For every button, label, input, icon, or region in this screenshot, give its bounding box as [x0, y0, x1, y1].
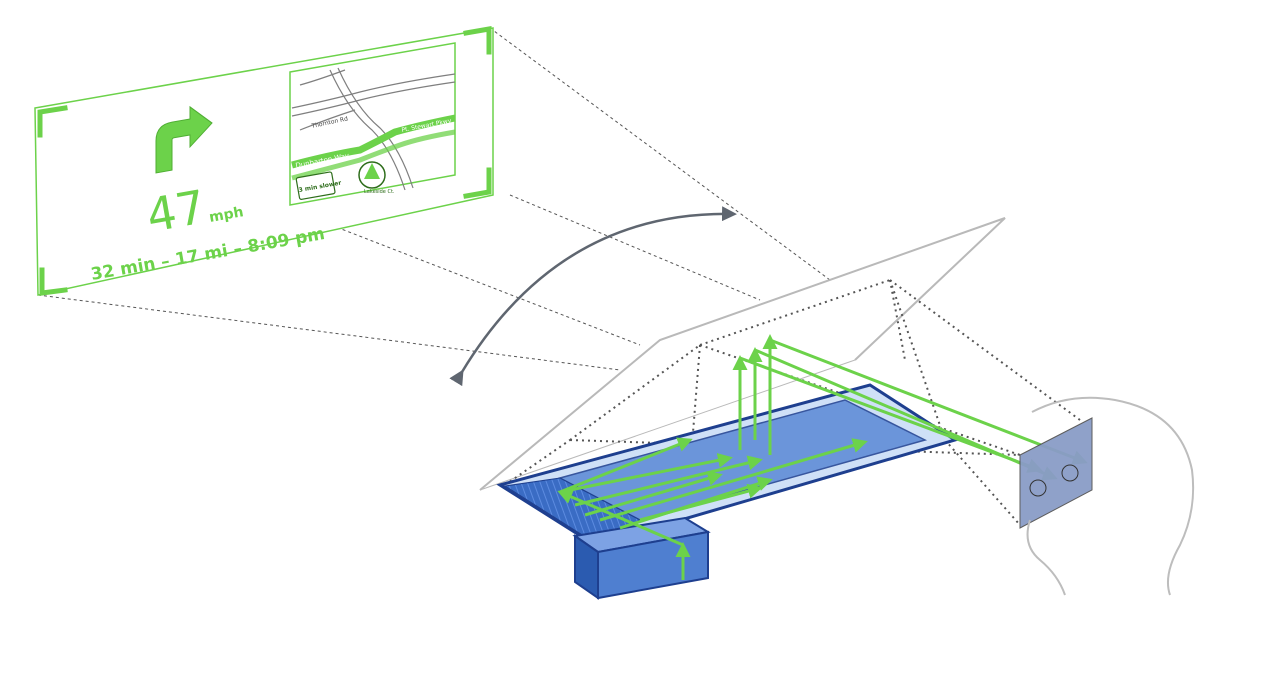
projection-line: [489, 27, 831, 281]
hud-virtual-image: 47 mph 32 min – 17 mi – 8:09 pm Thornton…: [34, 26, 494, 296]
map-inset: Thornton Rd Dunbarton Way Pt. Stewart Pk…: [289, 42, 456, 206]
light-ray: [559, 437, 693, 494]
map-roads: [291, 67, 456, 191]
map-frame: [289, 42, 456, 206]
rotation-arrow: [449, 206, 737, 387]
projection-line: [37, 294, 621, 371]
traffic-badge: [295, 171, 336, 200]
waveguide-plate: [496, 383, 959, 547]
light-ray: [599, 438, 868, 522]
light-ray: [584, 471, 723, 517]
position-triangle-icon: [364, 163, 380, 179]
turn-right-arrow-icon: [155, 105, 213, 174]
route-line: [291, 114, 456, 169]
eye-left-icon: [1029, 479, 1047, 497]
eyebox: [1019, 417, 1093, 529]
speed-unit: mph: [208, 204, 245, 226]
light-ray: [557, 489, 684, 547]
light-ray: [769, 338, 1088, 465]
light-ray: [574, 455, 763, 507]
destination-label: Lakeside Ct.: [364, 189, 395, 195]
speed-value: 47: [143, 179, 210, 242]
light-ray: [754, 348, 1058, 481]
head-outline-icon: [1026, 396, 1195, 596]
eye-right-icon: [1061, 464, 1079, 482]
windshield: [479, 217, 1006, 491]
position-ring-icon: [358, 161, 386, 189]
light-paths: [557, 334, 1088, 580]
hud-corner-brackets: [37, 26, 492, 296]
projection-line: [509, 194, 761, 301]
light-ray: [559, 452, 733, 494]
light-ray: [639, 483, 763, 522]
route-line: [291, 129, 456, 181]
